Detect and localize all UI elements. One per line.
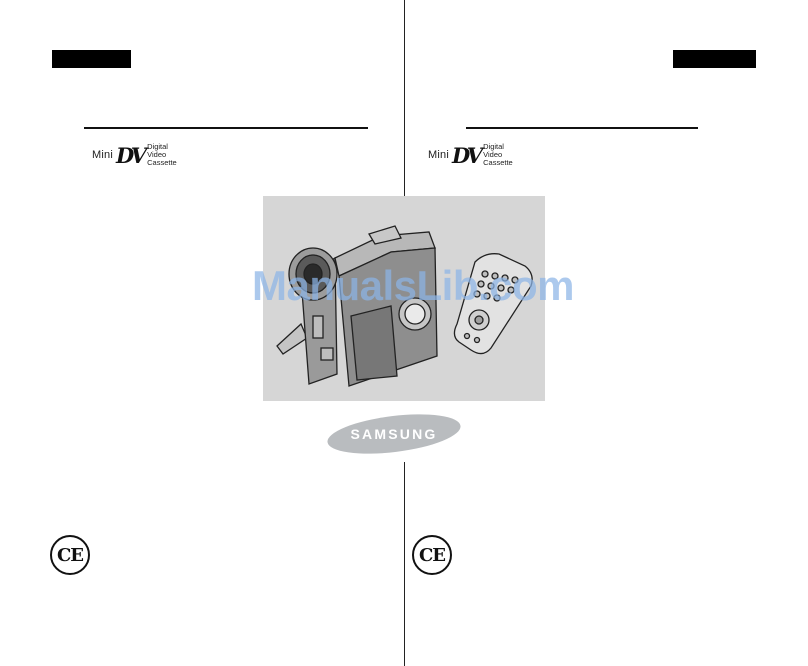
minidv-dv-mark: DV: [115, 142, 147, 168]
camcorder-product-photo: [263, 196, 545, 401]
minidv-word: Video: [147, 150, 167, 160]
minidv-mini-text: Mini: [92, 149, 113, 162]
center-divider-top: [404, 0, 405, 196]
left-minidv-logo: Mini DV Digital Video Cassette: [92, 142, 177, 168]
samsung-wordmark: SAMSUNG: [351, 426, 438, 442]
minidv-word: Cassette: [147, 158, 177, 168]
minidv-word: Cassette: [483, 158, 513, 168]
samsung-oval: SAMSUNG: [327, 414, 461, 454]
right-black-label-bar: [673, 50, 756, 68]
left-rule-line: [84, 127, 368, 129]
camcorder-illustration: [276, 225, 533, 387]
samsung-logo: SAMSUNG: [326, 412, 462, 456]
manualslib-watermark: ManualsLib.com: [251, 262, 575, 309]
minidv-word: Video: [483, 150, 503, 160]
right-rule-line: [466, 127, 698, 129]
left-black-label-bar: [52, 50, 131, 68]
center-divider-bottom: [404, 462, 405, 666]
right-ce-mark: CE: [412, 535, 452, 575]
minidv-words: Digital Video Cassette: [483, 142, 513, 168]
minidv-dv-mark: DV: [451, 142, 483, 168]
minidv-word: Digital: [147, 142, 168, 151]
minidv-word: Digital: [483, 142, 504, 151]
right-minidv-logo: Mini DV Digital Video Cassette: [428, 142, 513, 168]
minidv-words: Digital Video Cassette: [147, 142, 177, 168]
left-ce-mark: CE: [50, 535, 90, 575]
minidv-mini-text: Mini: [428, 149, 449, 162]
